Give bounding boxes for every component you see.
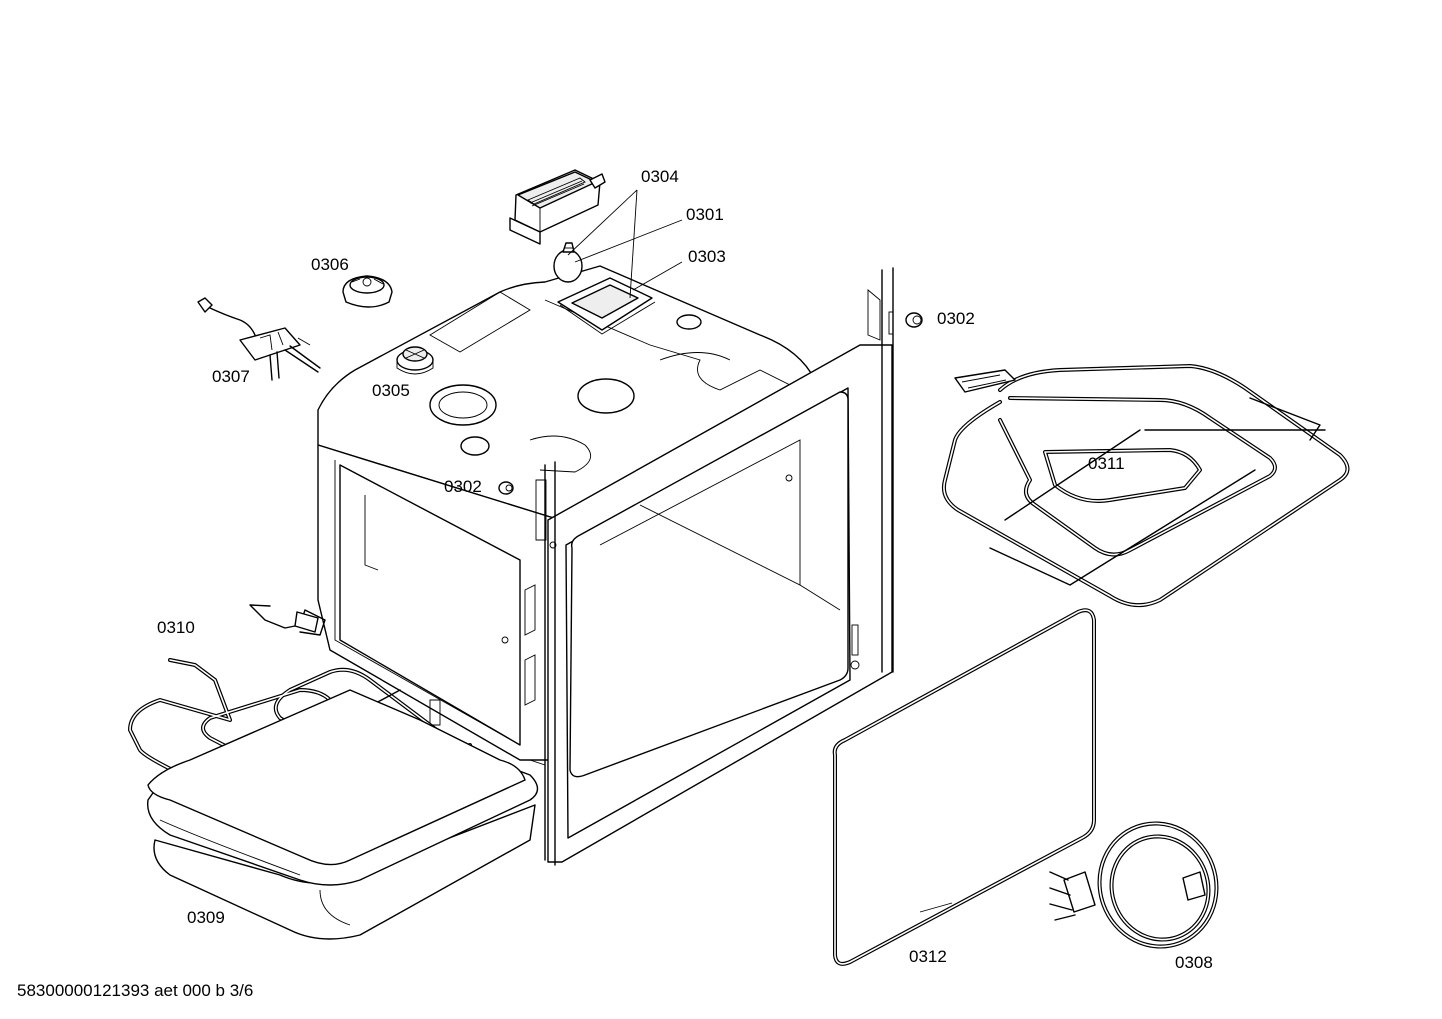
- lamp-housing-part-0304: [509, 169, 606, 245]
- door-seal-part-0312: [832, 608, 1096, 966]
- oven-cavity: [317, 265, 919, 866]
- label-0301: 0301: [686, 205, 724, 224]
- label-0309: 0309: [187, 908, 225, 927]
- grill-element-part-0311: [941, 364, 1350, 608]
- document-code: 58300000121393 aet 000 b 3/6: [17, 981, 254, 1000]
- insulation-part-0309: [146, 689, 539, 940]
- label-0302-right: 0302: [937, 309, 975, 328]
- nut-part-0302-left: [498, 481, 514, 495]
- label-0302-left: 0302: [444, 477, 482, 496]
- label-0308: 0308: [1175, 953, 1213, 972]
- label-0307: 0307: [212, 367, 250, 386]
- label-0305: 0305: [372, 381, 410, 400]
- sensor-assembly-part-0307: [197, 297, 321, 381]
- ring-element-part-0308: [1049, 821, 1219, 949]
- part-labels: 0304 0301 0303 0306 0302 0307 0305 0311 …: [157, 167, 1213, 972]
- knob-part-0306: [342, 275, 393, 308]
- bulb-part-0301: [553, 242, 583, 283]
- label-0304: 0304: [641, 167, 679, 186]
- leader-lines: [567, 189, 953, 913]
- sensor-part-0305: [396, 346, 434, 375]
- label-0311: 0311: [1088, 454, 1125, 473]
- label-0312: 0312: [909, 947, 947, 966]
- label-0310: 0310: [157, 618, 195, 637]
- label-0306: 0306: [311, 255, 349, 274]
- label-0303: 0303: [688, 247, 726, 266]
- nut-part-0302-right: [905, 312, 923, 328]
- lamp-glass-part-0303: [557, 277, 656, 335]
